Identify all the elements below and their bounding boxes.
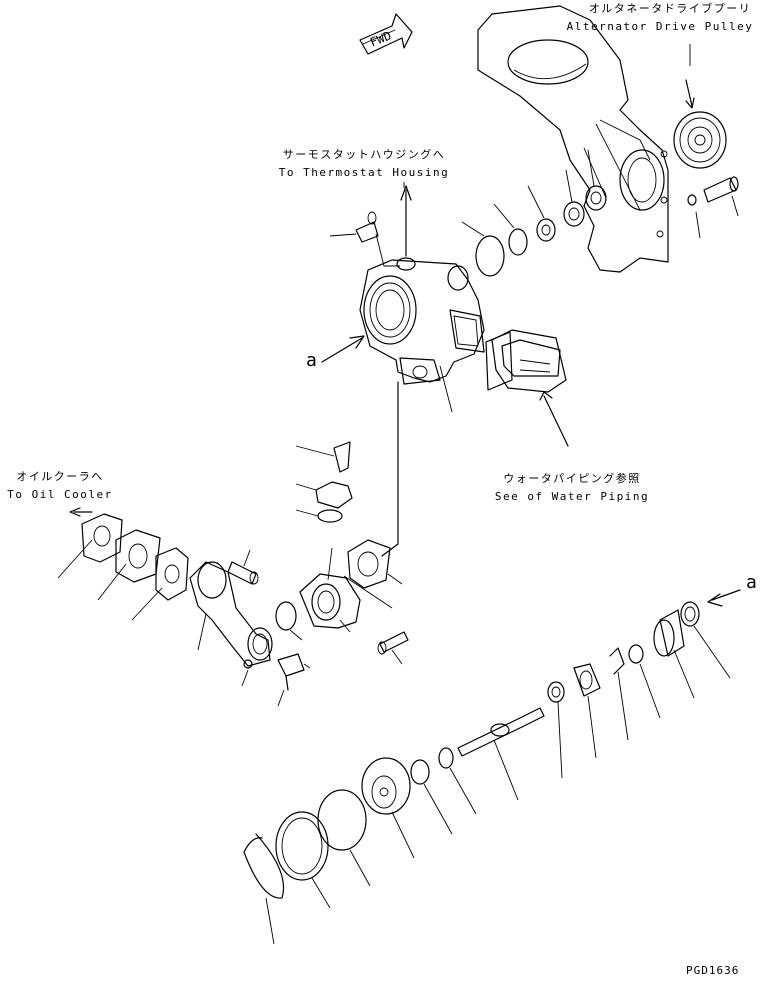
engine-block [477,5,669,273]
elbow-bolt [227,549,259,585]
ref-a-left-label: a [306,350,317,371]
cover-plate-stack [295,441,403,609]
leader-lines [403,44,691,188]
water-piping-label-en: See of Water Piping [494,490,650,503]
connector-oring [275,547,361,641]
oil-cooler-label-jp: オイルクーラへ [16,470,104,483]
drawing-code: PGD1636 [686,964,740,977]
temperature-sensor [329,211,400,267]
water-pump-housing [359,257,485,557]
gear-train-parts [461,149,607,277]
oil-cooler-label-en: To Oil Cooler [7,488,113,501]
water-pipe-connection [485,329,569,447]
ref-arrow-right [707,589,741,607]
oil-cooler-gaskets [57,507,189,621]
pulley-bolt [687,176,739,239]
impeller-shaft-assembly [243,601,731,945]
thermostat-housing-label-jp: サーモスタットハウジングへ [282,148,446,161]
fwd-arrow [359,13,413,55]
ref-arrow-left [321,335,365,363]
thermostat-housing-label-en: To Thermostat Housing [278,166,450,179]
water-piping-label-jp: ウォータパイピング参照 [503,472,641,485]
elbow-pipe [189,561,273,687]
connector-bolt [377,631,409,665]
thermostat-arrow [400,185,412,257]
alternator-pulley [673,79,727,169]
ref-a-right-label: a [746,572,757,593]
alternator-pulley-label-jp: オルタネータドライブプーリ [588,2,752,15]
alternator-pulley-label-en: Alternator Drive Pulley [566,20,754,33]
drain-cock [277,653,311,707]
